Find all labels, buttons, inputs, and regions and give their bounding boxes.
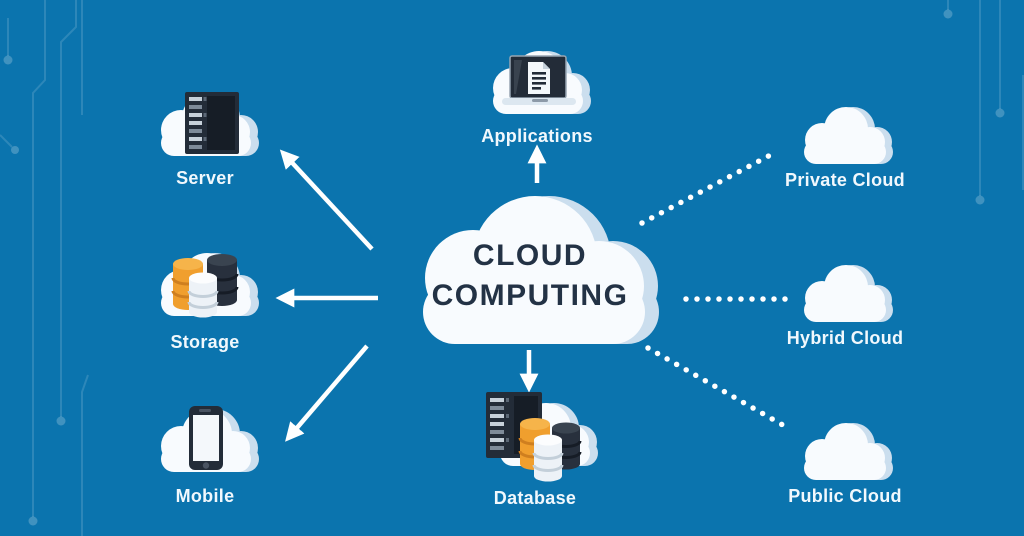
node-storage: Storage xyxy=(132,242,278,353)
node-label-server: Server xyxy=(176,168,234,188)
smartphone-cloud-icon xyxy=(161,406,259,472)
node-label-hybrid-cloud: Hybrid Cloud xyxy=(786,328,904,348)
node-label-applications: Applications xyxy=(481,126,593,146)
arrow-center-to-mobile xyxy=(285,344,369,442)
node-label-mobile: Mobile xyxy=(175,486,235,506)
diagram-title: CLOUD COMPUTING xyxy=(385,236,675,316)
central-cloud-node: CLOUD COMPUTING xyxy=(385,192,675,352)
node-hybrid-cloud: Hybrid Cloud xyxy=(772,260,918,349)
node-label-private-cloud: Private Cloud xyxy=(785,170,905,190)
dotted-line-center-to-public-cloud xyxy=(645,345,791,431)
node-label-database: Database xyxy=(493,488,577,508)
cloud-icon xyxy=(804,107,893,164)
title-line-2: COMPUTING xyxy=(431,279,629,312)
node-private-cloud: Private Cloud xyxy=(772,102,918,191)
node-public-cloud: Public Cloud xyxy=(772,418,918,507)
server-rack-cloud-icon xyxy=(161,92,259,156)
node-mobile: Mobile xyxy=(132,400,278,507)
cloud-icon xyxy=(804,423,893,480)
storage-cylinders-cloud-icon xyxy=(161,253,259,318)
cloud-icon xyxy=(804,265,893,322)
title-line-1: CLOUD xyxy=(472,239,588,272)
node-label-public-cloud: Public Cloud xyxy=(788,486,902,506)
node-label-storage: Storage xyxy=(170,332,240,352)
laptop-document-cloud-icon xyxy=(493,51,591,114)
arrow-center-to-server xyxy=(279,149,374,251)
node-applications: Applications xyxy=(457,40,617,147)
node-database: Database xyxy=(458,382,612,509)
node-server: Server xyxy=(132,84,278,189)
database-server-cloud-icon xyxy=(486,392,598,482)
